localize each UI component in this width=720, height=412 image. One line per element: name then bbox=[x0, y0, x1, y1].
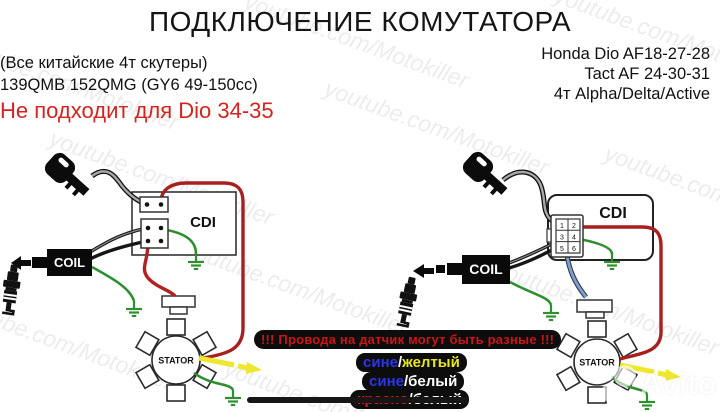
ignition-key-icon bbox=[41, 149, 96, 202]
cdi-label: CDI bbox=[599, 205, 627, 222]
left-note-1: (Все китайские 4т скутеры) bbox=[0, 54, 208, 72]
pin-number: 1 bbox=[560, 223, 564, 230]
wire-color-separator: / bbox=[403, 373, 409, 390]
sensor-warning-banner: !!! Провода на датчик могут быть разные … bbox=[254, 330, 562, 349]
ground-icon bbox=[637, 392, 657, 411]
wire-color-separator: / bbox=[397, 354, 403, 371]
cdi-connector-4pin bbox=[140, 218, 169, 249]
coil-box bbox=[32, 249, 92, 276]
spark-plug-icon bbox=[0, 262, 25, 316]
stator-label: STATOR bbox=[158, 356, 194, 366]
red-wire-to-pickup bbox=[142, 242, 177, 298]
right-model-notes: Honda Dio AF18-27-28 Tact AF 24-30-31 4т… bbox=[541, 44, 710, 104]
wire-color-row: сине/белый bbox=[362, 372, 465, 391]
ground-icon bbox=[223, 388, 243, 407]
red-wire-cdi-to-stator bbox=[579, 225, 663, 361]
yellow-wire bbox=[198, 355, 262, 374]
cdi-connector-6pin: 1 2 3 4 5 6 bbox=[546, 214, 584, 258]
pickup-sensor-icon bbox=[161, 295, 196, 315]
wire-color-word: желтый bbox=[402, 354, 460, 371]
wire-color-word: сине bbox=[369, 373, 404, 390]
long-black-wire bbox=[247, 397, 468, 403]
pin-number: 4 bbox=[572, 235, 576, 242]
pin-number: 5 bbox=[560, 246, 564, 253]
pin-number: 3 bbox=[560, 235, 564, 242]
pin-number: 2 bbox=[572, 223, 576, 230]
pin-number: 6 bbox=[572, 246, 576, 253]
ground-icon bbox=[541, 303, 561, 322]
red-wire-cdi-to-stator bbox=[159, 181, 245, 360]
right-note-2: Tact AF 24-30-31 bbox=[584, 65, 710, 83]
left-note-2: 139QMB 152QMG (GY6 49-150cc) bbox=[0, 76, 258, 94]
ground-icon bbox=[186, 252, 206, 271]
wire-color-row: сине/желтый bbox=[356, 353, 467, 372]
coil-box bbox=[436, 255, 510, 284]
pickup-sensor-icon bbox=[576, 299, 613, 319]
wire-color-word: сине bbox=[363, 354, 398, 371]
stator-label: STATOR bbox=[579, 358, 615, 368]
cdi-label: CDI bbox=[190, 214, 216, 231]
coil-label: COIL bbox=[54, 255, 85, 270]
ignition-key-icon bbox=[459, 148, 514, 201]
ground-icon bbox=[124, 299, 144, 318]
wire-color-word: белый bbox=[408, 373, 458, 390]
left-warning: Не подходит для Dio 34-35 bbox=[0, 98, 274, 123]
cdi-connector-2pin bbox=[139, 196, 169, 213]
key-wire bbox=[90, 168, 147, 207]
arrow-left-icon bbox=[413, 264, 434, 278]
left-model-notes: (Все китайские 4т скутеры) 139QMB 152QMG… bbox=[0, 52, 274, 125]
right-note-1: Honda Dio AF18-27-28 bbox=[541, 45, 710, 63]
page-title: ПОДКЛЮЧЕНИЕ КОМУТАТОРА bbox=[148, 6, 572, 37]
left-diagram: CDI COIL STATOR bbox=[0, 149, 262, 407]
spark-plug-icon bbox=[392, 274, 422, 329]
coil-label: COIL bbox=[469, 261, 503, 277]
right-note-3: 4т Alpha/Delta/Active bbox=[553, 85, 710, 103]
